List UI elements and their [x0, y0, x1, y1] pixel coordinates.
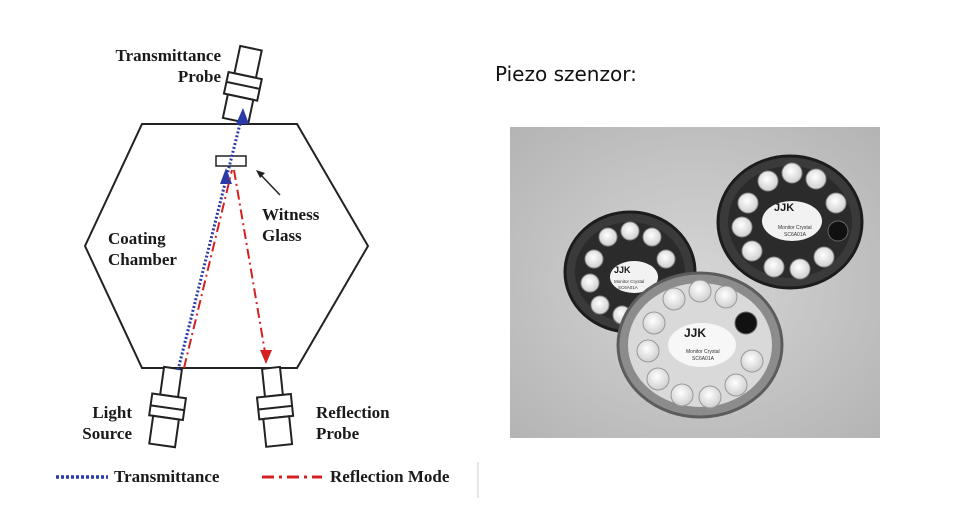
crystal-holder-front-label: Monitor Crystal: [686, 349, 720, 355]
reflection-arrowhead: [260, 350, 272, 364]
light-source-icon: [148, 365, 188, 449]
coating-chamber-hexagon: [83, 123, 370, 369]
coating-chamber-diagram: [56, 44, 479, 498]
legend-reflection-label: Reflection Mode: [330, 467, 450, 486]
reflection-probe-icon: [255, 365, 295, 448]
label-light-source: Light Source: [74, 402, 132, 444]
label-witness-glass: Witness Glass: [262, 204, 319, 246]
crystal-holder-front: JJK Monitor Crystal SC6A01A: [616, 271, 784, 419]
legend-transmittance-label: Transmittance: [114, 467, 220, 486]
piezo-caption: Piezo szenzor:: [495, 62, 637, 86]
label-transmittance-probe-text: Transmittance Probe: [115, 46, 221, 86]
label-transmittance-probe: Transmittance Probe: [96, 45, 221, 87]
label-reflection-probe-text: Reflection Probe: [316, 403, 390, 443]
crystal-holder-front-logo: JJK: [684, 326, 706, 340]
crystal-holder-back-left-label: Monitor Crystal: [614, 279, 644, 284]
pointer-arrowhead: [256, 170, 265, 178]
reflection-beam-up: [183, 169, 233, 369]
label-coating-chamber-text: Coating Chamber: [108, 229, 177, 269]
label-coating-chamber: Coating Chamber: [108, 228, 177, 270]
label-witness-glass-text: Witness Glass: [262, 205, 320, 245]
crystal-holder-back-right: JJK Monitor Crystal SC6A01A: [716, 154, 864, 290]
reflection-beam-down: [233, 169, 267, 359]
crystal-holder-back-right-logo: JJK: [774, 202, 794, 214]
piezo-sensor-photo: JJK Monitor Crystal SC6A01A JJK Monitor …: [510, 127, 880, 438]
crystal-holder-front-code: SC6A01A: [692, 356, 715, 362]
crystal-holder-back-left-code: SC6A01A: [618, 285, 638, 290]
crystal-holder-back-right-code: SC6A01A: [784, 232, 807, 238]
crystal-holder-back-right-label: Monitor Crystal: [778, 225, 812, 231]
transmittance-arrowhead-mid: [220, 168, 232, 184]
crystal-holder-back-left-logo: JJK: [614, 265, 631, 275]
label-light-source-text: Light Source: [82, 403, 132, 443]
label-reflection-probe: Reflection Probe: [316, 402, 390, 444]
transmittance-beam: [176, 111, 245, 371]
transmittance-arrowhead-top: [236, 108, 249, 124]
